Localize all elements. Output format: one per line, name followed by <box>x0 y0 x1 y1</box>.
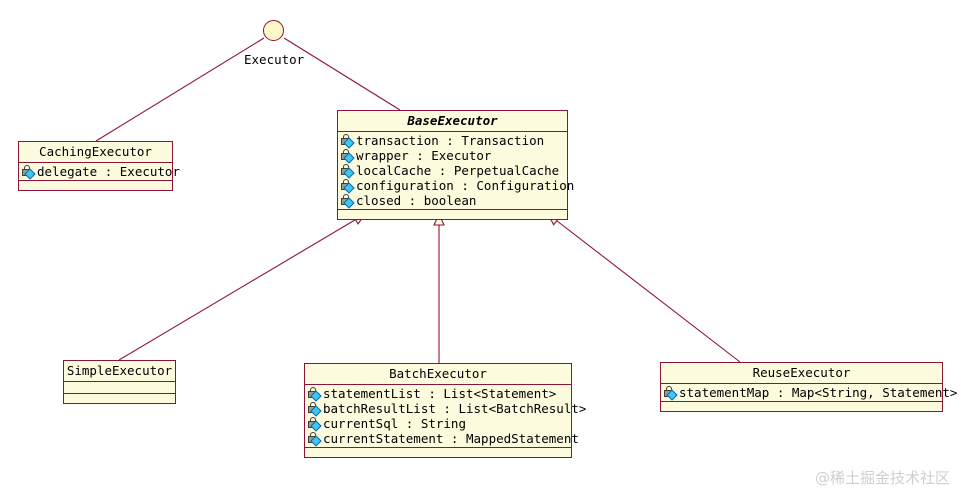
attribute-text: wrapper : Executor <box>356 148 492 163</box>
class-box-caching-executor[interactable]: CachingExecutor delegate : Executor <box>18 141 180 191</box>
protected-field-icon <box>307 431 322 447</box>
operations-compartment-simple-executor <box>64 394 175 403</box>
class-box-simple-executor[interactable]: SimpleExecutor <box>63 360 176 404</box>
attribute-text: statementList : List<Statement> <box>323 386 557 401</box>
operations-compartment-reuse-executor <box>661 402 942 411</box>
interface-executor-circle[interactable] <box>263 20 284 41</box>
watermark-text: @稀土掘金技术社区 <box>814 469 950 487</box>
attribute-text: currentStatement : MappedStatement <box>323 431 579 446</box>
protected-field-icon <box>663 385 678 401</box>
class-title-simple-executor: SimpleExecutor <box>64 361 175 382</box>
attributes-compartment-batch-executor: statementList : List<Statement> batchRes… <box>305 385 586 448</box>
attribute-text: batchResultList : List<BatchResult> <box>323 401 587 416</box>
attribute-text: configuration : Configuration <box>356 178 575 193</box>
operations-compartment-caching-executor <box>19 181 172 190</box>
line-reuse-executor-to-base-executor <box>546 213 741 363</box>
class-box-batch-executor[interactable]: BatchExecutor statementList : List<State… <box>304 363 586 458</box>
attribute-text: closed : boolean <box>356 193 477 208</box>
attributes-compartment-reuse-executor: statementMap : Map<String, Statement> <box>661 384 957 402</box>
attribute-row[interactable]: localCache : PerpetualCache <box>338 163 567 179</box>
attribute-row[interactable]: currentSql : String <box>305 416 571 432</box>
protected-field-icon <box>340 163 355 179</box>
protected-field-icon <box>307 401 322 417</box>
attribute-row[interactable]: delegate : Executor <box>19 164 180 180</box>
attribute-text: currentSql : String <box>323 416 466 431</box>
operations-compartment-base-executor <box>338 210 567 219</box>
protected-field-icon <box>307 416 322 432</box>
attribute-row[interactable]: transaction : Transaction <box>338 133 567 149</box>
attribute-row[interactable]: statementList : List<Statement> <box>305 386 571 402</box>
attribute-row[interactable]: configuration : Configuration <box>338 178 574 194</box>
protected-field-icon <box>307 386 322 402</box>
attribute-text: statementMap : Map<String, Statement> <box>679 385 958 400</box>
class-box-base-executor[interactable]: BaseExecutor transaction : Transaction w… <box>337 110 574 220</box>
class-box-reuse-executor[interactable]: ReuseExecutor statementMap : Map<String,… <box>660 362 957 412</box>
attribute-row[interactable]: currentStatement : MappedStatement <box>305 431 579 447</box>
operations-compartment-batch-executor <box>305 448 571 457</box>
line-simple-executor-to-base-executor <box>118 213 367 361</box>
class-title-batch-executor: BatchExecutor <box>305 364 571 385</box>
attribute-text: localCache : PerpetualCache <box>356 163 560 178</box>
attributes-compartment-base-executor: transaction : Transaction wrapper : Exec… <box>338 132 574 210</box>
protected-field-icon <box>21 164 36 180</box>
attributes-compartment-simple-executor <box>64 382 175 394</box>
attribute-row[interactable]: closed : boolean <box>338 193 567 209</box>
class-title-caching-executor: CachingExecutor <box>19 142 172 163</box>
attribute-text: delegate : Executor <box>37 164 180 179</box>
attribute-row[interactable]: batchResultList : List<BatchResult> <box>305 401 586 417</box>
attribute-row[interactable]: wrapper : Executor <box>338 148 567 164</box>
line-executor-to-caching-executor <box>95 37 265 142</box>
class-title-reuse-executor: ReuseExecutor <box>661 363 942 384</box>
attribute-text: transaction : Transaction <box>356 133 545 148</box>
protected-field-icon <box>340 133 355 149</box>
protected-field-icon <box>340 178 355 194</box>
class-title-base-executor: BaseExecutor <box>338 111 567 132</box>
attribute-row[interactable]: statementMap : Map<String, Statement> <box>661 385 957 401</box>
protected-field-icon <box>340 193 355 209</box>
protected-field-icon <box>340 148 355 164</box>
interface-executor-label: Executor <box>244 52 305 67</box>
attributes-compartment-caching-executor: delegate : Executor <box>19 163 180 181</box>
line-executor-to-base-executor <box>283 37 401 111</box>
